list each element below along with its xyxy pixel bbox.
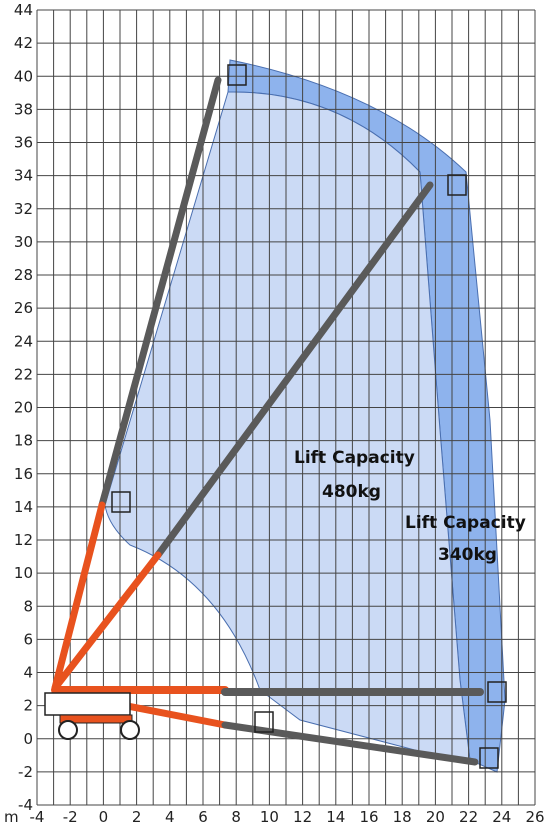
x-tick-label: 14 — [326, 808, 345, 826]
y-tick-label: 36 — [14, 134, 33, 152]
platform-icon — [487, 681, 507, 703]
x-tick-label: 18 — [393, 808, 412, 826]
x-tick-label: 22 — [459, 808, 478, 826]
x-tick-label: 26 — [525, 808, 544, 826]
y-tick-label: 40 — [14, 67, 33, 85]
y-tick-label: 2 — [23, 697, 33, 715]
platform-icon — [227, 64, 247, 86]
y-tick-label: 30 — [14, 233, 33, 251]
platform-icon — [111, 491, 131, 513]
x-tick-label: 6 — [198, 808, 208, 826]
x-tick-label: 2 — [132, 808, 142, 826]
y-tick-label: -2 — [18, 763, 33, 781]
y-tick-label: 18 — [14, 432, 33, 450]
y-tick-label: 20 — [14, 399, 33, 417]
y-tick-label: 8 — [23, 597, 33, 615]
boom-positions — [51, 76, 484, 766]
zone-340kg-label: Lift Capacity — [405, 513, 526, 533]
platform-icon — [479, 747, 499, 769]
grid — [36, 9, 536, 806]
zone-480kg — [104, 91, 471, 761]
y-tick-label: 16 — [14, 465, 33, 483]
x-tick-label: -4 — [30, 808, 45, 826]
y-tick-label: 0 — [23, 730, 33, 748]
y-tick-label: 44 — [14, 1, 33, 19]
x-tick-label: 0 — [99, 808, 109, 826]
x-tick-label: 24 — [492, 808, 511, 826]
boom-lower-section — [51, 501, 106, 692]
x-tick-label: 4 — [165, 808, 175, 826]
y-tick-label: 42 — [14, 34, 33, 52]
y-tick-label: 34 — [14, 167, 33, 185]
y-tick-label: 28 — [14, 266, 33, 284]
y-tick-label: 22 — [14, 365, 33, 383]
boom-below-upper — [221, 721, 479, 766]
y-tick-label: 12 — [14, 531, 33, 549]
axis-unit-label: m — [4, 808, 19, 826]
platforms — [111, 64, 507, 769]
x-tick-label: -2 — [63, 808, 78, 826]
x-tick-label: 16 — [359, 808, 378, 826]
x-tick-label: 8 — [231, 808, 241, 826]
boom-position-diagonal — [154, 181, 434, 559]
y-axis-ticks: 4442403836343230282624222018161412108642… — [14, 1, 33, 814]
zone-340kg-value: 340kg — [438, 545, 497, 565]
y-tick-label: 24 — [14, 332, 33, 350]
x-tick-label: 10 — [260, 808, 279, 826]
y-tick-label: -4 — [18, 796, 33, 814]
boom-position-max-height — [98, 76, 222, 509]
capacity-zones — [104, 59, 506, 773]
y-tick-label: 14 — [14, 498, 33, 516]
zone-480kg-value: 480kg — [322, 482, 381, 502]
lift-machine-icon — [44, 692, 140, 740]
y-tick-label: 32 — [14, 200, 33, 218]
y-tick-label: 38 — [14, 100, 33, 118]
x-tick-label: 12 — [293, 808, 312, 826]
x-tick-label: 20 — [426, 808, 445, 826]
y-tick-label: 26 — [14, 299, 33, 317]
boom-diagonal-lower — [51, 551, 162, 692]
y-tick-label: 4 — [23, 664, 33, 682]
platform-icon — [254, 711, 274, 733]
platform-icon — [447, 174, 467, 196]
y-tick-label: 6 — [23, 630, 33, 648]
y-tick-label: 10 — [14, 564, 33, 582]
zone-480kg-label: Lift Capacity — [294, 448, 415, 468]
